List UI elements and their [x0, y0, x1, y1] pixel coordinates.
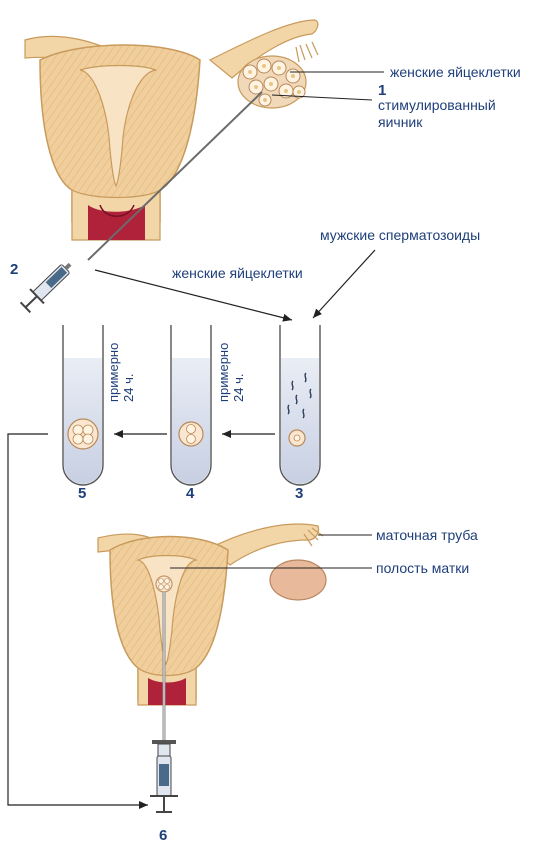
- label-cavity: полость матки: [376, 560, 469, 576]
- test-tube-5: [63, 325, 103, 485]
- label-approx-a: примерно 24 ч.: [106, 343, 136, 402]
- stimulated-ovary: [238, 56, 306, 108]
- label-approx-a-line1: примерно: [106, 343, 121, 402]
- step-6-number: 6: [159, 827, 167, 844]
- test-tube-4: [171, 325, 211, 485]
- step-5-number: 5: [78, 485, 86, 502]
- step-4-number: 4: [186, 485, 195, 502]
- label-stim-ovary-2: яичник: [378, 114, 423, 130]
- uterus-bottom: [98, 524, 326, 705]
- test-tube-3: [280, 325, 320, 485]
- label-approx-b-line2: 24 ч.: [231, 374, 246, 402]
- uterus-top: [25, 20, 318, 240]
- step-2-number: 2: [10, 261, 18, 278]
- label-eggs-top: женские яйцеклетки: [390, 64, 521, 80]
- label-approx-b: примерно 24 ч.: [216, 343, 246, 402]
- label-tube: маточная труба: [376, 527, 478, 543]
- label-eggs-arrow: женские яйцеклетки: [172, 265, 303, 281]
- step-3-number: 3: [295, 485, 303, 502]
- arrow-sperm: [313, 250, 375, 318]
- label-sperm: мужские сперматозоиды: [320, 227, 480, 243]
- label-stim-ovary-1: стимулированный: [378, 97, 496, 113]
- label-approx-b-line1: примерно: [216, 343, 231, 402]
- label-approx-a-line2: 24 ч.: [121, 374, 136, 402]
